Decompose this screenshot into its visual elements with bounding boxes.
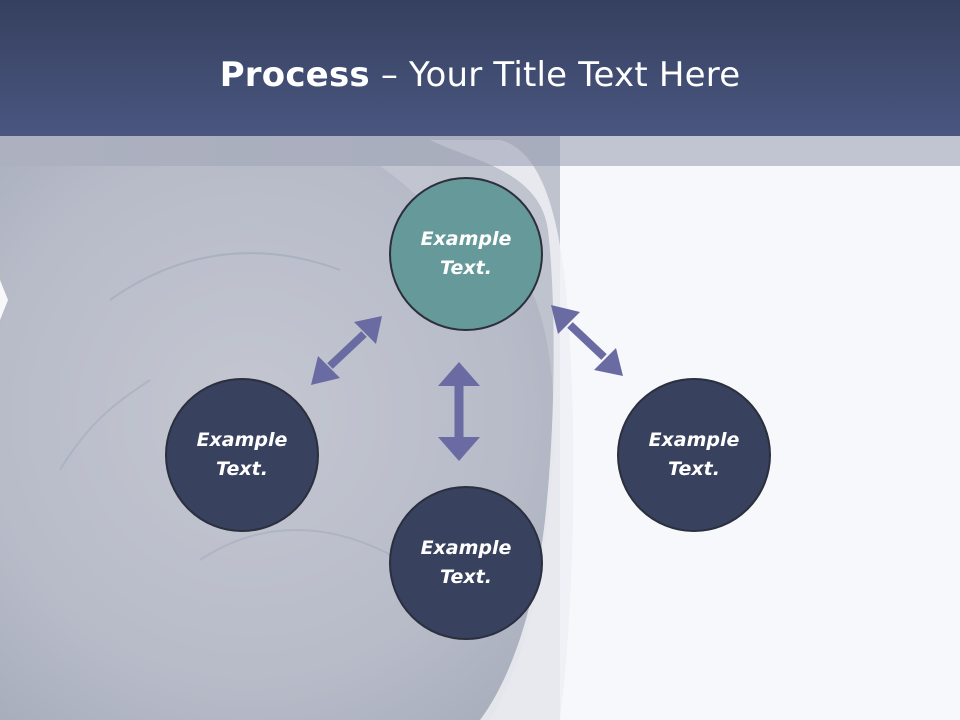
- node-top[interactable]: Example Text.: [389, 177, 543, 331]
- title-rest-part: – Your Title Text Here: [369, 55, 741, 95]
- node-right-line2: Text.: [668, 458, 720, 480]
- node-bottom-line2: Text.: [440, 566, 492, 588]
- node-top-line2: Text.: [440, 257, 492, 279]
- node-left[interactable]: Example Text.: [165, 378, 319, 532]
- node-bottom-line1: Example: [420, 537, 512, 559]
- node-left-line1: Example: [196, 429, 288, 451]
- node-top-line1: Example: [420, 228, 512, 250]
- node-left-line2: Text.: [216, 458, 268, 480]
- node-right-line1: Example: [648, 429, 740, 451]
- node-right[interactable]: Example Text.: [617, 378, 771, 532]
- slide-title[interactable]: Process – Your Title Text Here: [220, 55, 741, 95]
- node-bottom[interactable]: Example Text.: [389, 486, 543, 640]
- header-sub-band: [0, 136, 960, 166]
- header-band: Process – Your Title Text Here: [0, 0, 960, 136]
- title-bold-part: Process: [219, 55, 370, 95]
